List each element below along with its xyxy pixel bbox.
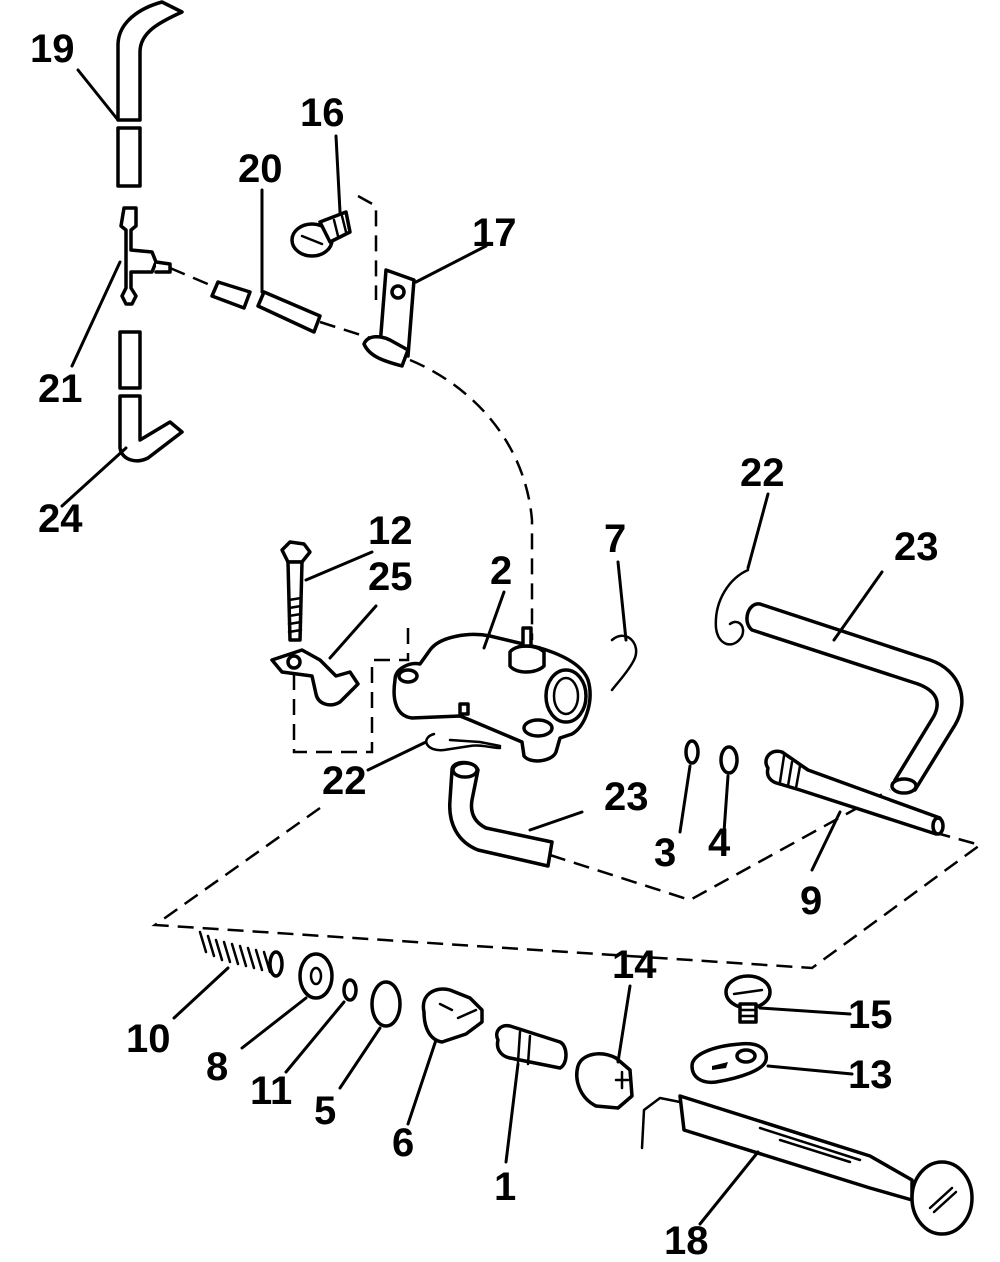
label-23-lower: 23 [604, 775, 649, 819]
label-14: 14 [612, 943, 657, 987]
hose-24 [118, 330, 184, 463]
callout-labels: 19 20 16 17 21 24 12 25 2 7 22 23 22 23 … [30, 27, 939, 1262]
label-12: 12 [368, 509, 413, 553]
leader-lines [60, 68, 884, 1226]
label-13: 13 [848, 1053, 893, 1097]
label-9: 9 [800, 879, 822, 923]
label-11: 11 [250, 1069, 292, 1113]
spring-10 [198, 930, 284, 978]
hose-19 [116, 0, 184, 188]
label-2: 2 [490, 549, 512, 593]
label-18: 18 [664, 1219, 709, 1262]
screw-15 [724, 974, 772, 1024]
clip-17 [362, 268, 416, 368]
shaft-9 [764, 749, 945, 836]
o-ring-5 [370, 980, 402, 1028]
tee-fitting-21 [119, 206, 172, 306]
hose-23-right [745, 602, 964, 795]
label-16: 16 [300, 91, 345, 135]
hose-23-lower [448, 760, 554, 868]
plug-14 [575, 1052, 634, 1110]
label-6: 6 [392, 1121, 414, 1165]
label-23-right: 23 [894, 525, 939, 569]
label-22-lower: 22 [322, 759, 367, 803]
label-19: 19 [30, 27, 75, 71]
washer-8 [298, 952, 334, 1000]
hose-clip-22-lower [425, 732, 502, 752]
label-10: 10 [126, 1017, 171, 1061]
label-22-upper: 22 [740, 451, 785, 495]
bolt-12 [280, 540, 312, 642]
clip-7 [610, 634, 638, 692]
label-24: 24 [38, 497, 83, 541]
o-ring-4 [719, 745, 739, 775]
screw-16 [290, 210, 352, 258]
label-17: 17 [472, 211, 517, 255]
plunger-1 [495, 1023, 568, 1070]
label-25: 25 [368, 555, 413, 599]
hose-clip-22-upper [714, 568, 750, 646]
o-ring-3 [684, 739, 700, 765]
o-ring-11 [342, 978, 358, 1002]
cam-6 [421, 987, 484, 1044]
label-4: 4 [708, 821, 731, 865]
label-1: 1 [494, 1165, 516, 1209]
plate-13 [690, 1041, 769, 1085]
label-15: 15 [848, 993, 893, 1037]
label-8: 8 [206, 1045, 228, 1089]
label-7: 7 [604, 517, 626, 561]
body-2 [392, 626, 592, 763]
label-20: 20 [238, 147, 283, 191]
label-3: 3 [654, 831, 676, 875]
hose-20 [210, 280, 322, 334]
lever-18 [640, 1094, 974, 1236]
assembly-dashed-lines [151, 194, 983, 970]
label-5: 5 [314, 1089, 336, 1133]
label-21: 21 [38, 367, 83, 411]
clamp-25 [270, 648, 360, 707]
